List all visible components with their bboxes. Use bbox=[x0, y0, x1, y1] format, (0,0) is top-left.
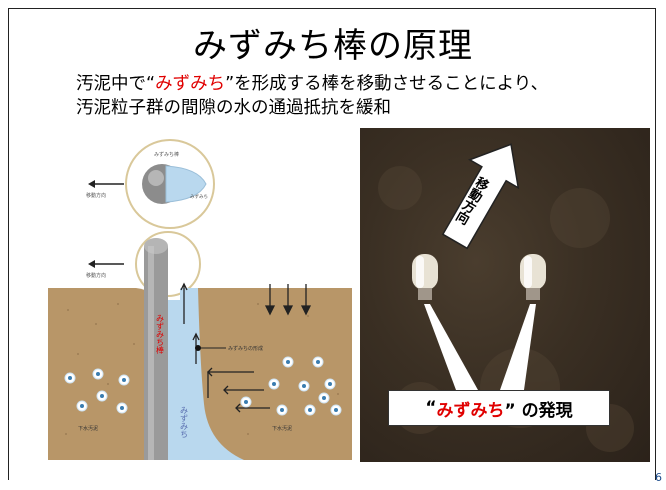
formation-label: みずみちの形成 bbox=[228, 345, 263, 352]
caption-highlight: みずみち bbox=[436, 400, 505, 421]
movement-label-2: 移動方向 bbox=[86, 272, 106, 279]
slide-frame bbox=[8, 8, 656, 480]
subtitle-pre: 汚泥中で“ bbox=[76, 74, 156, 94]
rod-shine bbox=[148, 246, 154, 460]
subtitle-line-1: 汚泥中で“みずみち”を形成する棒を移動させることにより、 bbox=[76, 72, 636, 96]
slide-subtitle: 汚泥中で“みずみち”を形成する棒を移動させることにより、 汚泥粒子群の間隙の水の… bbox=[76, 72, 636, 120]
subtitle-highlight: みずみち bbox=[155, 74, 226, 94]
rod-highlight bbox=[148, 170, 164, 186]
photo-rod-right bbox=[520, 254, 546, 300]
callout-pointer-left bbox=[424, 304, 478, 390]
channel-label: みずみち bbox=[180, 406, 189, 438]
photo-caption: “みずみち” の発現 bbox=[388, 390, 610, 426]
horizontal-flow-arrows bbox=[207, 367, 270, 413]
rod-top bbox=[144, 238, 168, 254]
slide-title: みずみち棒の原理 bbox=[193, 26, 473, 66]
movement-arrowhead-2 bbox=[88, 260, 95, 268]
mizumichi-diagram: みずみち棒 みずみち 移動方向 移動方向 みずみち棒 みずみちの形成 bbox=[48, 139, 352, 460]
water-channel bbox=[156, 288, 244, 460]
water-flow-arrows bbox=[180, 282, 200, 364]
subtitle-line-2: 汚泥粒子群の間隙の水の通過抵抗を緩和 bbox=[76, 98, 391, 118]
sludge-left-label: 下水汚泥 bbox=[78, 425, 98, 432]
caption-pre: “ bbox=[425, 398, 437, 418]
sludge-body-right bbox=[198, 288, 352, 460]
caption-post: ” の発現 bbox=[504, 400, 573, 421]
movement-label-1: 移動方向 bbox=[86, 192, 106, 199]
direction-arrow: 移動方向 bbox=[441, 143, 520, 250]
bubble-top-label: みずみち棒 bbox=[154, 151, 179, 158]
movement-arrowhead-1 bbox=[88, 180, 95, 188]
sludge-right-label: 下水汚泥 bbox=[272, 425, 292, 432]
pressure-arrows bbox=[264, 284, 312, 316]
photo-rod-left bbox=[412, 254, 438, 300]
sludge-particles bbox=[64, 356, 342, 416]
rod-label: みずみち棒 bbox=[156, 314, 165, 355]
subtitle-post: ”を形成する棒を移動させることにより、 bbox=[225, 74, 549, 94]
bubble-inner-label: みずみち bbox=[190, 193, 208, 200]
formation-dot bbox=[195, 345, 201, 351]
wake-shape bbox=[165, 165, 207, 203]
callout-pointer-right bbox=[500, 304, 536, 390]
page-number: 6 bbox=[655, 471, 662, 484]
